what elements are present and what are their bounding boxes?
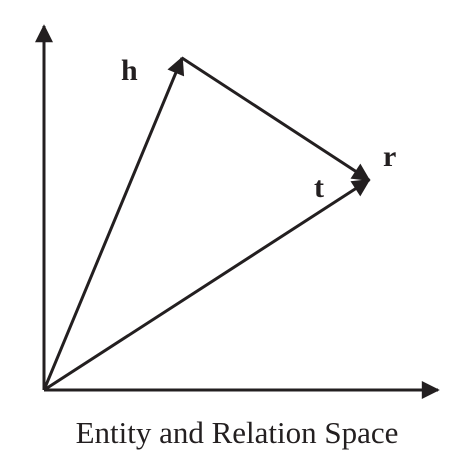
caption: Entity and Relation Space (75, 415, 399, 450)
label-h: h (121, 54, 138, 87)
vector-r (181, 56, 371, 182)
vector-h (42, 56, 185, 391)
vector-t (43, 178, 371, 392)
label-r: r (383, 140, 396, 173)
label-t: t (314, 171, 324, 204)
